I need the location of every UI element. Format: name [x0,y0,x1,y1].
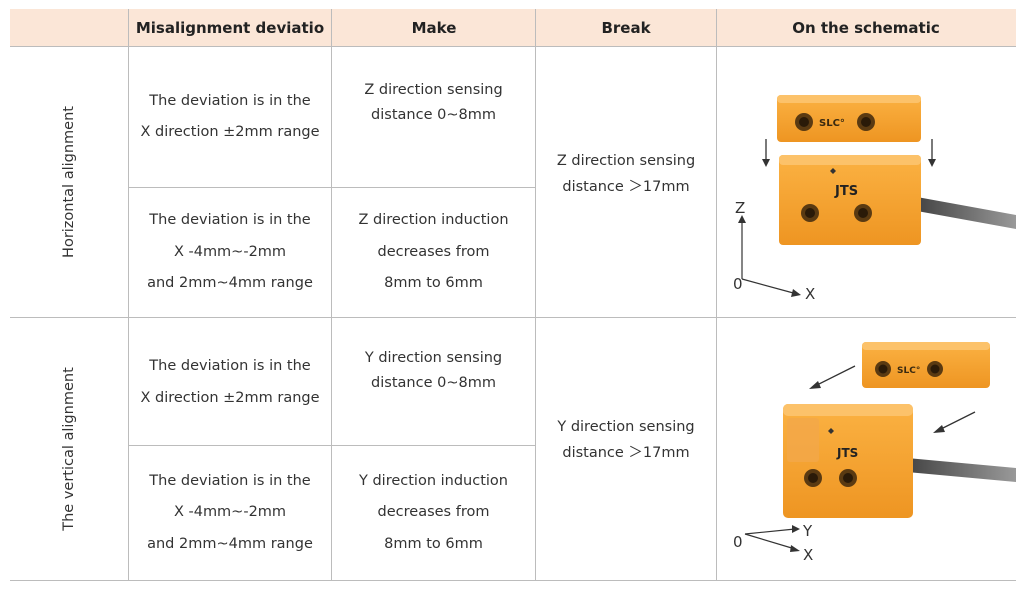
axis-x-label: X [805,285,815,303]
row-label-horizontal: Horizontal alignment [10,47,128,317]
magnet-block: SLC° [777,95,921,142]
magnet-logo: SLC° [897,366,920,376]
axis-origin-label: 0 [733,533,743,551]
axis-z-label: Z [735,199,745,217]
grid-line [128,9,129,581]
break-cell: Z direction sensing distance ＞17mm [536,47,716,301]
cell-line: The deviation is in the [149,212,311,229]
make-cell: Z direction induction decreases from 8mm… [332,188,535,317]
cell-line: Y direction induction [359,472,508,489]
axis-y-label: Y [802,522,813,540]
deviation-cell: The deviation is in the X -4mm~-2mm and … [129,188,331,317]
cell-line: X direction ±2mm range [140,124,320,140]
grid-line [128,445,535,446]
magnet-block: SLC° [862,342,990,388]
magnet-logo: SLC° [819,118,845,129]
cell-line: 8mm to 6mm [384,535,483,552]
cell-line: and 2mm~4mm range [147,535,313,552]
schematic-vertical: SLC° JTS 0 Y X [733,342,1016,564]
deviation-cell: The deviation is in the X -4mm~-2mm and … [129,446,331,580]
cell-line: decreases from [377,243,490,260]
cell-line: and 2mm~4mm range [147,275,313,292]
axis-icon [738,215,801,297]
cell-line: Z direction sensing [556,153,696,169]
arrow-down-icon [762,139,936,167]
sensor-logo: JTS [836,446,858,460]
deviation-cell: The deviation is in the X direction ±2mm… [129,47,331,187]
sensor-cable [917,197,1016,229]
make-cell: Z direction sensing distance 0~8mm [332,77,535,129]
header-deviation: Misalignment deviatio [128,9,332,46]
sensor-block: JTS [779,155,921,245]
header-make: Make [332,9,536,46]
cell-line: distance 0~8mm [371,375,496,391]
cell-line: The deviation is in the [149,93,311,109]
cell-line: 8mm to 6mm [384,275,483,292]
row-label-vertical: The vertical alignment [10,318,128,580]
cell-line: Z direction induction [358,212,509,229]
grid-line [10,317,1016,318]
row-label-text: Horizontal alignment [61,106,77,258]
cell-line: X -4mm~-2mm [173,504,287,521]
header-blank [10,9,128,46]
cell-line: X -4mm~-2mm [173,243,287,260]
cell-line: Y direction sensing [557,419,695,435]
schematic-horizontal: SLC° JTS Z 0 X [733,95,1016,303]
grid-line [716,9,717,581]
cell-line: Y direction sensing [364,350,503,366]
cell-line: decreases from [377,504,490,521]
cell-line: X direction ±2mm range [140,389,320,406]
header-schematic: On the schematic [716,9,1016,46]
axis-x-label: X [803,546,813,564]
sensor-logo: JTS [834,184,858,199]
axis-origin-label: 0 [733,275,743,293]
break-cell: Y direction sensing distance ＞17mm [536,318,716,562]
sensor-block: JTS [783,404,913,518]
grid-line [331,9,332,581]
deviation-cell: The deviation is in the X direction ±2mm… [129,318,331,445]
grid-line [128,187,535,188]
cell-line: distance 0~8mm [371,107,496,123]
row-label-text: The vertical alignment [61,367,78,531]
cell-line: The deviation is in the [149,472,311,489]
sensor-cable [907,458,1016,482]
make-cell: Y direction induction decreases from 8mm… [332,446,535,580]
grid-line [10,580,1016,581]
cell-line: distance ＞17mm [562,179,690,195]
grid-line [535,9,536,581]
cell-line: Z direction sensing [364,82,503,98]
axis-icon [744,525,800,552]
cell-line: distance ＞17mm [562,445,690,461]
arrow-diagonal-icon [809,365,976,433]
grid-line [10,46,1016,47]
make-cell: Y direction sensing distance 0~8mm [332,345,535,397]
header-break: Break [536,9,716,46]
cell-line: The deviation is in the [149,357,311,374]
